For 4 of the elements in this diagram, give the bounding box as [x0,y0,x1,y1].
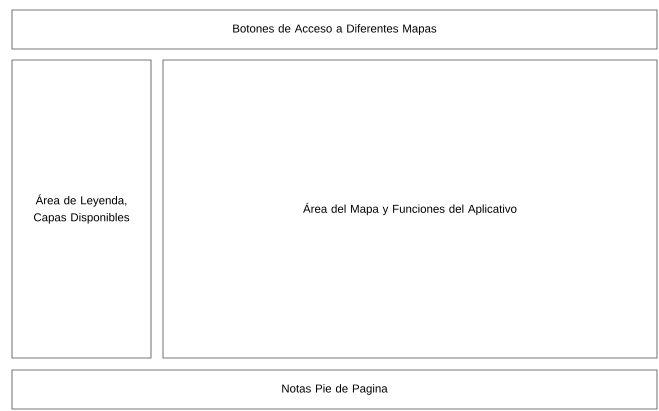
map-area-box: Área del Mapa y Funciones del Aplicativo [162,60,658,358]
header-box: Botones de Acceso a Diferentes Mapas [12,10,658,50]
footer-box: Notas Pie de Pagina [12,370,658,410]
sidebar-box: Área de Leyenda, Capas Disponibles [12,60,152,358]
